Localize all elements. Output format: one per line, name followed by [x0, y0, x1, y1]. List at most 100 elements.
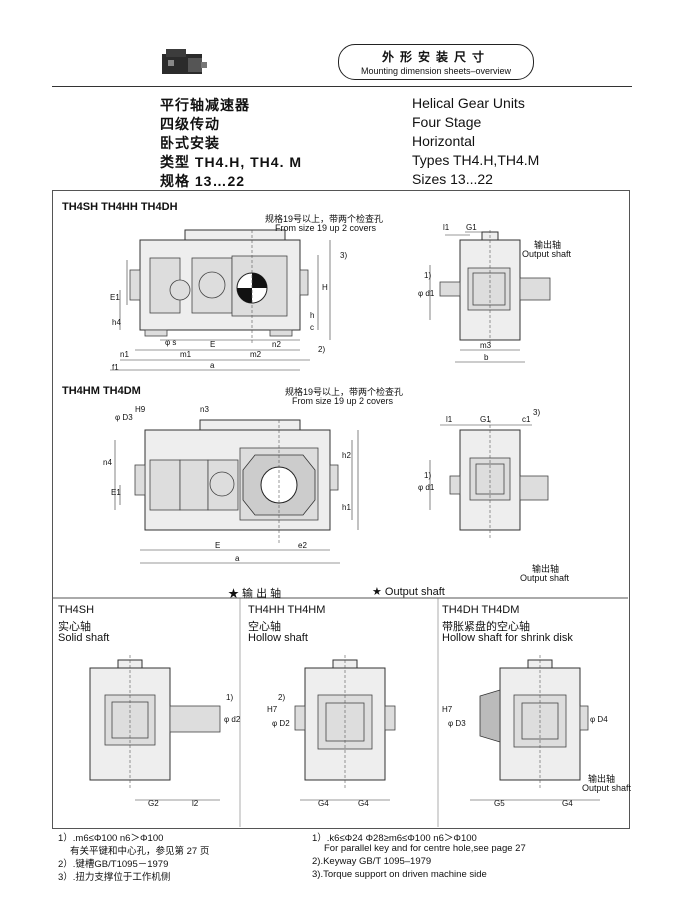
dim-n2: n2 [272, 340, 281, 349]
variant1-cn: 实心轴 [58, 621, 91, 633]
spec-en-2: Horizontal [412, 133, 476, 149]
variant1-en: Solid shaft [58, 632, 110, 644]
variant3-cn: 带胀紧盘的空心轴 [442, 621, 530, 633]
dim2-a: a [235, 554, 240, 563]
section1-output-cn: 输出轴 [534, 240, 562, 250]
dimv-l2: l2 [192, 799, 199, 808]
header-title-cn: 外形安装尺寸 [381, 50, 490, 64]
variant3-output-cn: 输出轴 [588, 774, 616, 784]
s1-front-view [110, 229, 331, 371]
dim2-note3: 3) [533, 408, 540, 417]
s2-dimensions: φ D3 H9 n3 n4 E1 h2 h1 E e2 a l1 G1 c1 φ… [103, 405, 540, 563]
dim2-h2: h2 [342, 451, 351, 460]
s2-side-view [429, 420, 549, 540]
dimv-G4-a: G4 [318, 799, 329, 808]
dim-G1: G1 [466, 223, 477, 232]
variant1-code: TH4SH [58, 604, 95, 616]
variant2-view [294, 655, 396, 801]
dim-H: H [322, 283, 328, 292]
dim2-H9: H9 [135, 405, 146, 414]
variant-dimensions: 1) φ d2 G2 l2 2) H7 φ D2 G4 G4 H7 φ D3 φ… [148, 693, 608, 808]
dim2-c1: c1 [522, 415, 531, 424]
variant3-output-en: Output shaft [582, 783, 632, 793]
section2-output-en: Output shaft [520, 573, 570, 583]
footnote-left-2: 2）.键槽GB/T1095－1979 [58, 859, 169, 870]
dim-f1: f1 [112, 363, 119, 372]
dim2-E1: E1 [111, 488, 121, 497]
shaft-bar-cn: ★ 输 出 轴 [228, 588, 282, 600]
drawing-frame [52, 190, 630, 829]
footnote-right-0: 1）.k6≤Φ24 Φ28≥m6≤Φ100 n6＞Φ100 [312, 833, 477, 844]
header-divider [52, 86, 632, 87]
dim-l1: l1 [443, 223, 450, 232]
s2-front-view [114, 419, 359, 564]
dimv-G2: G2 [148, 799, 159, 808]
dim2-l1: l1 [446, 415, 453, 424]
dim-E: E [210, 340, 215, 349]
variant1-view [89, 655, 221, 801]
header-title-badge: 外形安装尺寸 Mounting dimension sheets–overvie… [338, 44, 534, 80]
dim2-E: E [215, 541, 220, 550]
spec-en-4: Sizes 13...22 [412, 171, 493, 187]
s1-side-view [429, 230, 551, 363]
dim2-phi-D3: φ D3 [115, 413, 133, 422]
section1-note-cn: 规格19号以上，带两个检查孔 [265, 214, 384, 224]
dim-phi-d1: φ d1 [418, 289, 435, 298]
spec-en-3: Types TH4.H,TH4.M [412, 152, 540, 168]
dim-c: c [310, 323, 314, 332]
gear-unit-icon [162, 49, 207, 74]
dim2-n3: n3 [200, 405, 209, 414]
section2-note-en: From size 19 up 2 covers [292, 396, 394, 406]
dim2-phi-d1: φ d1 [418, 483, 435, 492]
variant3-view [470, 655, 600, 801]
dim-b: b [484, 353, 489, 362]
dimv-G4-c: G4 [562, 799, 573, 808]
header-title-en: Mounting dimension sheets–overview [360, 66, 512, 76]
section2-output-cn: 输出轴 [532, 564, 560, 574]
variant2-code: TH4HH TH4HM [248, 604, 326, 616]
s1-dimensions: E1 h4 φ s E m1 m2 n2 n1 a f1 H h c l1 G1… [110, 223, 492, 372]
dimv-H7-b: H7 [442, 705, 453, 714]
dimv-note2: 2) [278, 693, 285, 702]
dim2-n4: n4 [103, 458, 112, 467]
dimv-H7-a: H7 [267, 705, 278, 714]
footnote-left-1: 有关平键和中心孔，参见第 27 页 [70, 846, 210, 857]
shaft-bar-en: ★ Output shaft [372, 586, 445, 598]
dim-a: a [210, 361, 215, 370]
dim-E1: E1 [110, 293, 120, 302]
dimv-phi-D2: φ D2 [272, 719, 290, 728]
dim-m2: m2 [250, 350, 262, 359]
variant3-code: TH4DH TH4DM [442, 604, 520, 616]
dim-h4: h4 [112, 318, 121, 327]
spec-cn-4: 规格 13…22 [160, 173, 246, 189]
variant2-en: Hollow shaft [248, 632, 308, 644]
dim-note2: 2) [318, 345, 325, 354]
variant3-en: Hollow shaft for shrink disk [442, 632, 573, 644]
dim-n1: n1 [120, 350, 129, 359]
spec-en-1: Four Stage [412, 114, 482, 130]
spec-cn-2: 卧式安装 [160, 135, 220, 151]
dimv-phi-D4: φ D4 [590, 715, 608, 724]
variant2-cn: 空心轴 [248, 621, 281, 633]
section1-output-en: Output shaft [522, 249, 572, 259]
dim2-e2: e2 [298, 541, 307, 550]
dimv-phi-D3: φ D3 [448, 719, 466, 728]
dim-note3: 3) [340, 251, 347, 260]
dim-note1: 1) [424, 271, 431, 280]
spec-cn-0: 平行轴减速器 [160, 97, 250, 113]
dim-phi-s: φ s [165, 338, 176, 347]
dim-m1: m1 [180, 350, 192, 359]
dimv-phi-d2: φ d2 [224, 715, 241, 724]
footnote-right-1: For parallel key and for centre hole,see… [324, 843, 526, 854]
dimv-G4-b: G4 [358, 799, 369, 808]
section2-note-cn: 规格19号以上，带两个检查孔 [285, 387, 404, 397]
section1-note-en: From size 19 up 2 covers [275, 223, 377, 233]
footnote-right-3: 3).Torque support on driven machine side [312, 869, 487, 880]
footnote-left-3: 3）.扭力支撑位于工作机侧 [58, 872, 171, 883]
dimv-note1: 1) [226, 693, 233, 702]
dimv-G5: G5 [494, 799, 505, 808]
dim-m3: m3 [480, 341, 492, 350]
dim2-note1: 1) [424, 471, 431, 480]
spec-cn-3: 类型 TH4.H, TH4. M [160, 154, 303, 170]
